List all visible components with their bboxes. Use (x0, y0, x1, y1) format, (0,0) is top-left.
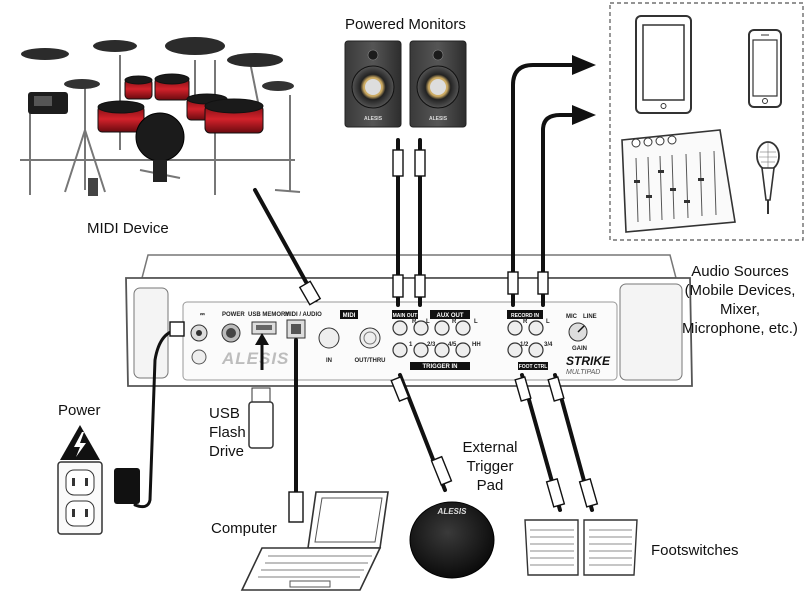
external-trigger-pad: ALESIS (409, 501, 495, 579)
audio-sources-line-2: (Mobile Devices, (684, 282, 796, 299)
wall-outlet-icon (57, 461, 103, 535)
panel-label-record-in: RECORD IN (511, 313, 539, 319)
label-r-aux: R (452, 319, 457, 325)
record-in-cable-2 (541, 113, 577, 307)
trigger-pad-line-1: External (462, 439, 518, 456)
midi-device-drum-kit (20, 37, 301, 196)
usb-flash-line-2: Flash (209, 424, 246, 441)
panel-label-midi-in: IN (326, 358, 332, 364)
trigger-label-4-5: 4/5 (448, 342, 457, 348)
panel-label-mic: MIC (566, 314, 578, 320)
panel-label-main-out: MAIN OUT (393, 313, 418, 319)
mixer-icon (621, 129, 736, 233)
panel-label-line: LINE (583, 314, 597, 320)
pad-logo: ALESIS (437, 507, 468, 516)
label-l-rec: L (546, 319, 550, 325)
trigger-pad-line-2: Trigger (466, 458, 514, 475)
label-r-rec: R (523, 319, 528, 325)
trigger-label-hh: HH (472, 342, 481, 348)
audio-sources-line-4: Microphone, etc.) (682, 320, 798, 337)
label-footswitches: Footswitches (651, 542, 739, 559)
foot-label-1-2: 1/2 (520, 342, 529, 348)
foot-label-3-4: 3/4 (544, 342, 553, 348)
monitor-logo-left: ALESIS (364, 116, 383, 122)
usb-flash-line-1: USB (209, 405, 240, 422)
label-midi-device: MIDI Device (87, 220, 169, 237)
panel-label-gain: GAIN (572, 346, 587, 352)
audio-sources-line-3: Mixer, (719, 301, 760, 318)
multipad-logo: MULTIPAD (566, 369, 600, 376)
usb-flash-line-3: Drive (209, 443, 245, 460)
record-in-cable-1 (511, 63, 577, 307)
label-usb-flash-drive: USB Flash Drive (209, 404, 246, 461)
dc-symbol: ⎓ (200, 312, 205, 318)
panel-label-midi-out: OUT/THRU (355, 358, 386, 364)
usb-flash-drive-icon (248, 387, 274, 449)
computer-laptop-icon (240, 491, 389, 591)
power-adapter-icon (114, 468, 140, 504)
powered-monitor-right: ALESIS (409, 40, 467, 128)
panel-label-trigger-in: TRIGGER IN (422, 364, 457, 370)
strike-logo: STRIKE (566, 354, 611, 368)
panel-label-midi-audio: MIDI / AUDIO (285, 312, 322, 318)
power-cable (133, 328, 182, 509)
arrow-record-1 (572, 55, 596, 75)
powered-monitor-left: ALESIS (344, 40, 402, 128)
panel-label-aux-out: AUX OUT (437, 313, 464, 319)
trigger-label-1: 1 (409, 342, 413, 348)
trigger-label-2-3: 2/3 (427, 342, 436, 348)
phone-icon (748, 29, 782, 108)
label-audio-sources: Audio Sources (Mobile Devices, Mixer, Mi… (676, 262, 804, 338)
arrow-record-2 (572, 105, 596, 125)
plug-heads (169, 149, 599, 523)
audio-sources-line-1: Audio Sources (691, 263, 789, 280)
label-powered-monitors: Powered Monitors (345, 16, 466, 33)
monitor-logo-right: ALESIS (429, 116, 448, 122)
alesis-logo: ALESIS (221, 349, 289, 368)
usb-arrow-head (255, 333, 269, 345)
footswitches-icon (524, 519, 638, 576)
label-external-trigger-pad: External Trigger Pad (452, 438, 528, 495)
label-power: Power (58, 402, 101, 419)
power-warning-icon (60, 425, 100, 460)
label-computer: Computer (211, 520, 277, 537)
tablet-icon (635, 15, 692, 114)
panel-label-power: POWER (222, 312, 245, 318)
panel-label-usb-memory: USB MEMORY (248, 312, 289, 318)
midi-cable (253, 188, 318, 302)
label-r-main: R (412, 319, 417, 325)
microphone-icon (756, 141, 780, 214)
strike-multipad-panel: ⎓ POWER USB MEMORY MIDI / AUDIO MIDI IN … (125, 254, 693, 387)
label-l-main: L (426, 319, 430, 325)
panel-label-midi: MIDI (343, 313, 356, 319)
label-l-aux: L (474, 319, 478, 325)
panel-label-foot-ctrl: FOOT CTRL (519, 364, 548, 370)
trigger-pad-line-3: Pad (476, 477, 504, 494)
audio-sources-box (609, 2, 804, 241)
